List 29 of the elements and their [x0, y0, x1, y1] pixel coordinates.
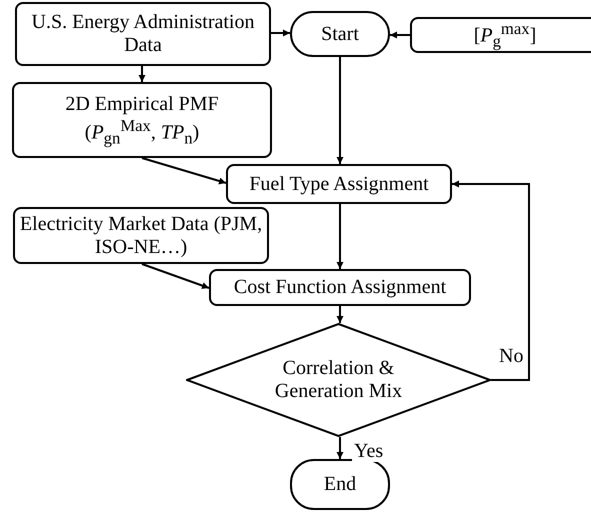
arrow: [452, 180, 530, 381]
node-label: Fuel Type Assignment: [249, 172, 429, 196]
arrow: [336, 57, 344, 164]
node-label: Start: [321, 22, 359, 46]
node-label: 2D Empirical PMF: [65, 92, 219, 116]
terminal-pill: [290, 459, 390, 510]
process-box: [13, 207, 269, 264]
node-label: [P$_{g}$$^{max}$]: [474, 19, 536, 51]
formula-label: (P$_{gn}$$^{Max}$, TP$_{n}$): [84, 116, 200, 148]
process-box: [15, 2, 271, 66]
node-label: Cost Function Assignment: [234, 276, 446, 299]
node-label: U.S. Energy Administration Data: [30, 11, 256, 57]
process-box: [410, 17, 591, 53]
arrow: [142, 263, 210, 289]
process-box: [209, 269, 471, 306]
decision-diamond: [186, 323, 491, 437]
process-box: [226, 164, 452, 204]
arrow: [336, 204, 344, 269]
arrow: [336, 306, 344, 323]
arrow: [336, 437, 344, 459]
process-box: [12, 82, 272, 158]
arrow: [138, 66, 146, 82]
node-label: Correlation & Generation Mix: [274, 357, 404, 403]
arrow: [271, 30, 290, 36]
node-label: End: [324, 473, 356, 496]
arrow: [390, 32, 410, 38]
terminal-pill: [290, 11, 390, 57]
arrow: [142, 157, 226, 184]
node-label: Electricity Market Data (PJM, ISO-NE…): [18, 212, 264, 258]
